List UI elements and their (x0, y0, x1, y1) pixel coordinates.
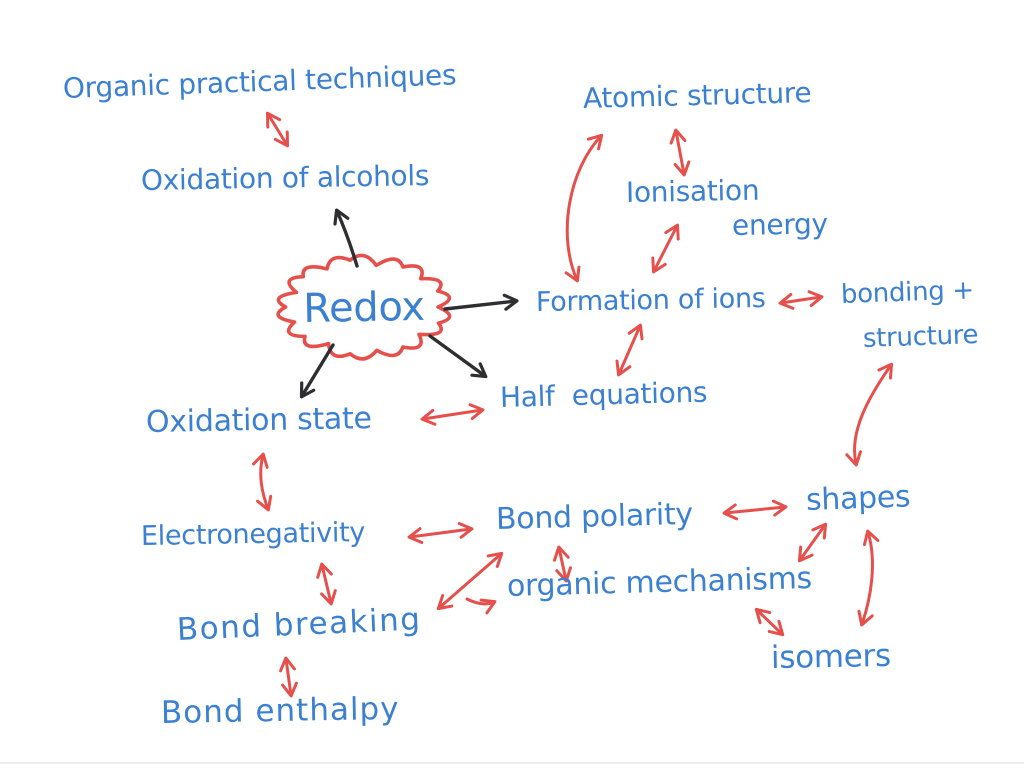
node-shapes: shapes (805, 479, 911, 518)
page-boundary-line (0, 762, 1024, 764)
node-bond-enthalpy: Bond enthalpy (160, 690, 400, 731)
node-oxidation-of-alcohols: Oxidation of alcohols (140, 158, 430, 197)
edge-formation-of-ions-half-equations (615, 323, 644, 377)
edge-redox-formation-of-ions (443, 293, 519, 311)
edge-bond-breaking-bond-enthalpy (279, 656, 298, 698)
edge-electronegativity-bond-polarity (407, 521, 474, 545)
edge-redox-half-equations (428, 334, 488, 379)
redox-cloud-outline (276, 253, 452, 361)
edge-bonding-structure-shapes (845, 362, 894, 467)
node-atomic-structure: Atomic structure (582, 76, 812, 115)
edge-ionisation-energy-formation-of-ions (651, 223, 680, 274)
node-electronegativity: Electronegativity (140, 517, 366, 552)
node-bonding-structure-line1: bonding + (840, 275, 975, 310)
node-redox: Redox (302, 283, 426, 332)
edge-redox-oxidation-state (299, 343, 335, 399)
edge-oxidation-state-half-equations (420, 403, 485, 426)
edge-bond-breaking-organic-mechanisms (465, 597, 497, 615)
node-ionisation-energy-line1: Ionisation (625, 173, 760, 209)
edge-bond-breaking-bond-polarity (436, 551, 504, 611)
node-oxidation-state: Oxidation state (145, 401, 372, 440)
edge-redox-oxidation-of-alcohols (333, 208, 359, 268)
edge-organic-practical-techniques-oxidation-of-alcohols (265, 111, 290, 148)
node-isomers: isomers (770, 637, 892, 676)
node-bond-polarity: Bond polarity (495, 496, 694, 537)
node-bonding-structure-line2: structure (862, 319, 979, 354)
edge-organic-mechanisms-isomers (754, 607, 785, 637)
edge-atomic-structure-ionisation-energy (669, 128, 691, 177)
node-half-equations: Half equations (499, 375, 708, 414)
edge-formation-of-ions-atomic-structure (564, 133, 604, 283)
edge-bond-polarity-shapes (722, 499, 788, 521)
edge-shapes-isomers (857, 529, 880, 627)
node-organic-mechanisms: organic mechanisms (506, 561, 813, 604)
node-formation-of-ions: Formation of ions (535, 282, 766, 318)
edge-bond-polarity-organic-mechanisms (553, 545, 572, 583)
edge-electronegativity-bond-breaking (316, 562, 337, 606)
edge-formation-of-ions-bonding-structure (778, 290, 824, 310)
edge-shapes-organic-mechanisms (797, 522, 828, 563)
node-ionisation-energy-line2: energy (731, 207, 829, 242)
edge-oxidation-state-electronegativity (252, 452, 273, 512)
